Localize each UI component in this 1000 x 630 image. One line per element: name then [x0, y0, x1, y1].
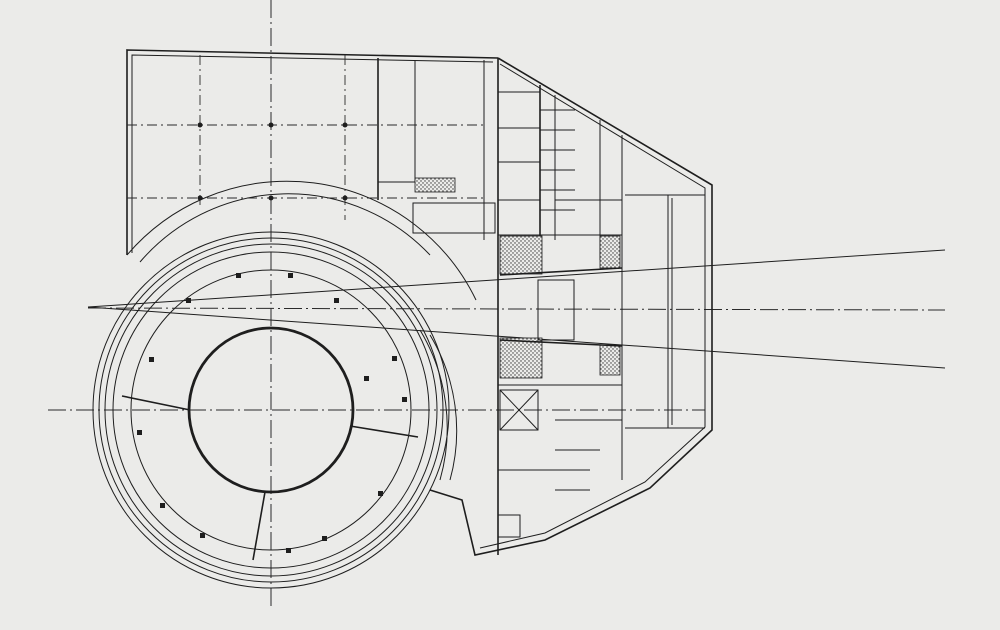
foyer-room — [412, 202, 496, 234]
drum-ring — [98, 237, 444, 583]
hall-columns — [197, 122, 348, 201]
radial-wall — [121, 395, 191, 411]
drum-outer-ring — [92, 231, 450, 589]
east-arc — [419, 329, 448, 481]
stair-hatched-area — [599, 235, 621, 269]
radial-wall — [252, 491, 266, 561]
circular-auditorium — [92, 180, 477, 589]
hall-hatched-area — [414, 177, 456, 193]
control-room — [537, 279, 575, 341]
sightline-axis — [87, 307, 946, 311]
upper-arc — [126, 180, 477, 301]
sightline-lower — [87, 306, 946, 369]
drum-inner-ring — [130, 269, 412, 551]
drum-ring — [112, 251, 430, 569]
sightline-upper — [87, 249, 946, 308]
hall-room — [378, 60, 416, 183]
east-arc-outer — [429, 334, 458, 481]
radial-wall — [349, 425, 419, 438]
axis-lines — [48, 0, 946, 610]
corner-room — [497, 514, 521, 538]
hall-inner-wall — [131, 54, 494, 253]
small-rooms — [498, 91, 622, 491]
block-inner-wall — [479, 63, 706, 549]
stair-hatched-area — [499, 235, 543, 275]
projection-wall — [499, 339, 623, 347]
rectangular-hall — [126, 49, 499, 255]
stair-hatched-area — [599, 344, 621, 376]
hall-outer-wall — [126, 49, 499, 255]
drum-columns — [137, 273, 407, 553]
stair-hatched-area — [499, 337, 543, 379]
drum-ring — [104, 243, 438, 577]
projection-wall — [499, 267, 623, 276]
upper-arc-inner — [139, 193, 431, 263]
stair-core-diagonal — [499, 389, 539, 431]
block-outer-wall — [429, 57, 713, 556]
service-block — [429, 57, 713, 556]
stair-core — [499, 389, 539, 431]
